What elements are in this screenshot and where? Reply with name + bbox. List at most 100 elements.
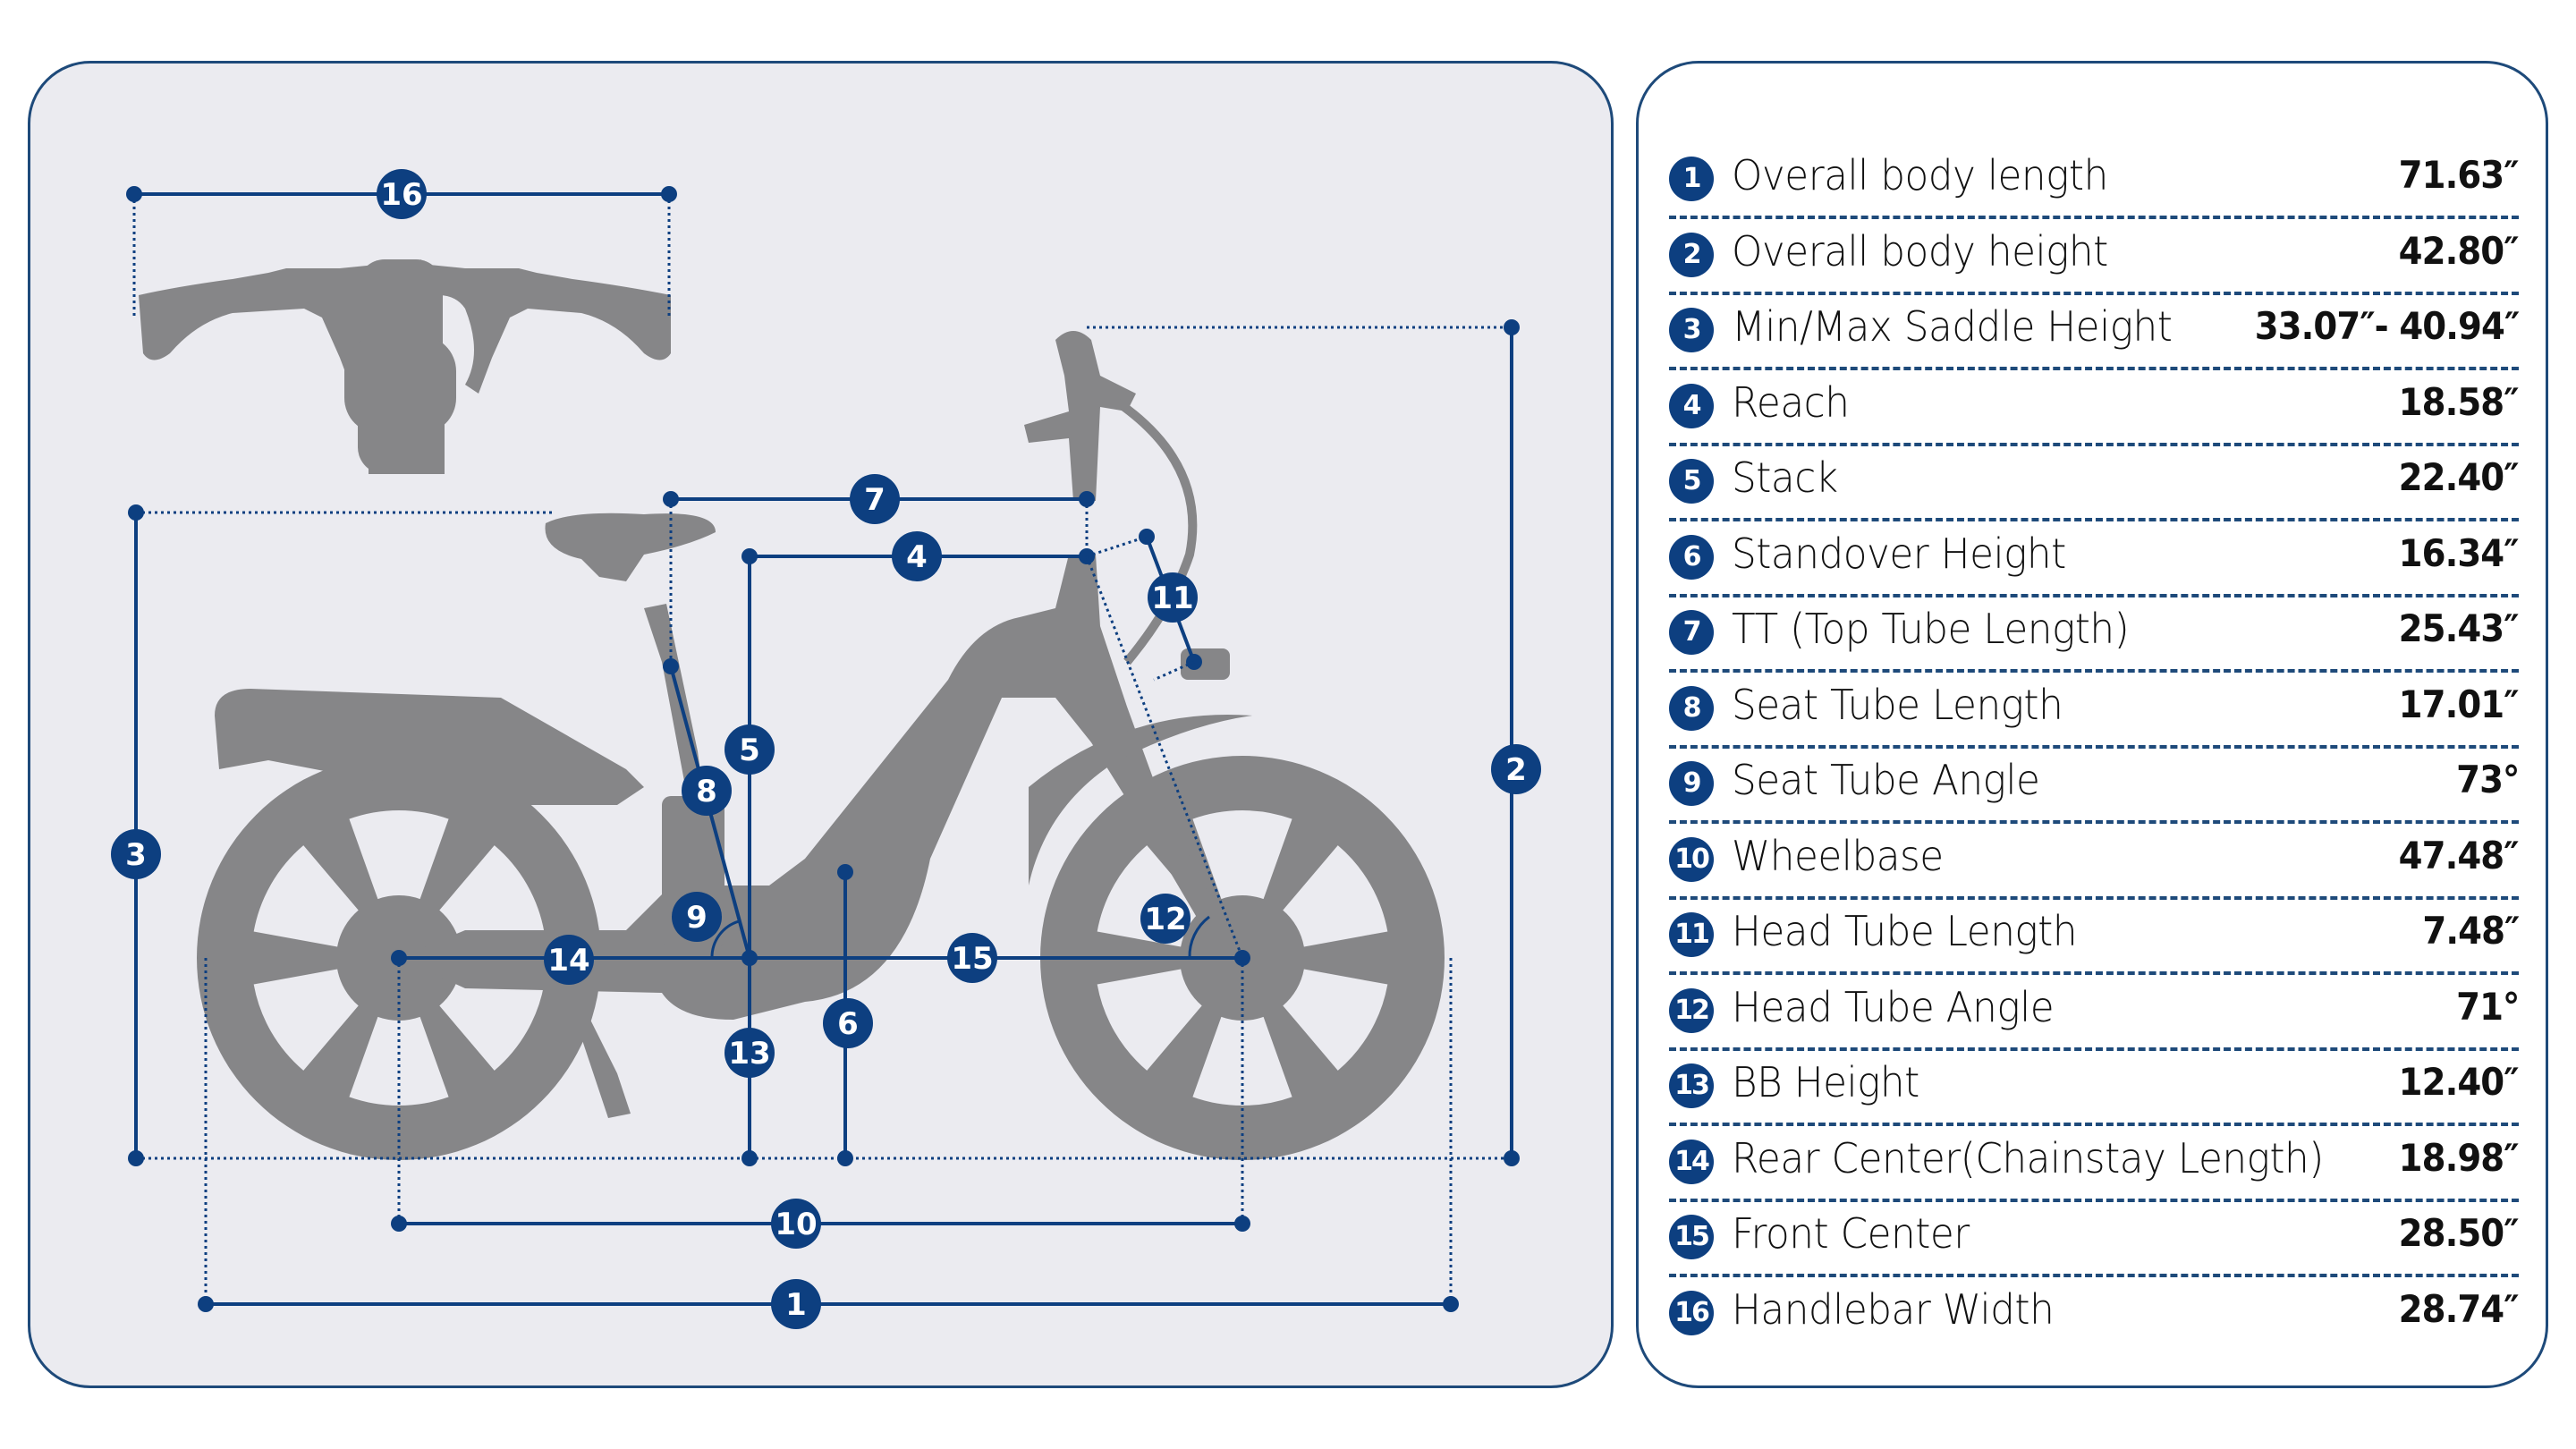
spec-number-badge: 12 — [1669, 987, 1714, 1033]
badge-label-13: 13 — [728, 1036, 770, 1072]
endpoint — [391, 1216, 407, 1232]
badge-7 — [850, 474, 900, 524]
spec-row-4: 4 Reach 18.58″ — [1669, 369, 2520, 446]
dashed-divider — [1669, 367, 2519, 370]
badge-4 — [892, 531, 942, 581]
spec-value: 18.98″ — [2399, 1135, 2520, 1180]
badge-label-15: 15 — [951, 941, 993, 977]
badge-label-2: 2 — [1505, 752, 1527, 788]
spec-number-badge: 14 — [1669, 1139, 1714, 1184]
spec-label: Overall body height — [1732, 226, 2108, 275]
dashed-divider — [1669, 669, 2519, 673]
badge-label-7: 7 — [864, 482, 886, 518]
spec-panel: 1 Overall body length 71.63″ 2 Overall b… — [1636, 61, 2548, 1388]
endpoint — [1504, 1150, 1520, 1166]
spec-label: Wheelbase — [1732, 831, 1944, 880]
spec-value: 28.74″ — [2399, 1286, 2520, 1331]
badge-label-10: 10 — [775, 1207, 817, 1242]
dashed-divider — [1669, 291, 2519, 295]
spec-row-11: 11 Head Tube Length 7.48″ — [1669, 898, 2520, 975]
spec-value: 22.40″ — [2399, 455, 2520, 499]
spec-value: 18.58″ — [2399, 379, 2520, 424]
front-fender — [1029, 715, 1252, 886]
dashed-divider — [1669, 1198, 2519, 1202]
badge-2 — [1491, 744, 1541, 794]
spec-number-badge: 6 — [1669, 534, 1714, 580]
badge-3 — [111, 829, 161, 879]
spec-number-badge: 7 — [1669, 610, 1714, 655]
spec-row-1: 1 Overall body length 71.63″ — [1669, 142, 2520, 219]
dashed-divider — [1669, 1123, 2519, 1126]
spec-row-3: 3 Min/Max Saddle Height 33.07″- 40.94″ — [1669, 293, 2520, 370]
spec-value: 12.40″ — [2399, 1060, 2520, 1104]
handlebar-front-silhouette — [139, 259, 671, 474]
spec-row-7: 7 TT (Top Tube Length) 25.43″ — [1669, 596, 2520, 673]
seat-tube-angle-arc — [710, 919, 740, 959]
spec-label: Reach — [1732, 377, 1850, 427]
spec-row-16: 16 Handlebar Width 28.74″ — [1669, 1276, 2520, 1352]
badge-label-9: 9 — [686, 900, 708, 936]
spec-number-badge: 15 — [1669, 1215, 1714, 1259]
badge-label-12: 12 — [1144, 902, 1186, 937]
badge-1 — [771, 1279, 821, 1329]
bike-silhouette — [139, 259, 1445, 1160]
badge-15 — [947, 933, 997, 983]
endpoint — [741, 1150, 758, 1166]
spec-row-14: 14 Rear Center(Chainstay Length) 18.98″ — [1669, 1125, 2520, 1202]
spec-number-badge: 11 — [1669, 912, 1714, 957]
badge-14 — [544, 935, 594, 985]
endpoint — [663, 658, 679, 674]
spec-row-15: 15 Front Center 28.50″ — [1669, 1200, 2520, 1277]
spec-row-10: 10 Wheelbase 47.48″ — [1669, 823, 2520, 900]
dashed-divider — [1669, 971, 2519, 975]
dashed-divider — [1669, 820, 2519, 824]
badge-label-16: 16 — [380, 177, 422, 213]
spec-number-badge: 3 — [1669, 308, 1714, 352]
badge-9 — [672, 892, 722, 942]
spec-row-12: 12 Head Tube Angle 71° — [1669, 974, 2520, 1051]
spec-label: TT (Top Tube Length) — [1732, 605, 2130, 653]
endpoint — [128, 1150, 144, 1166]
endpoint — [661, 186, 677, 202]
badge-5 — [724, 724, 775, 775]
badge-12 — [1140, 894, 1191, 944]
spec-label: Rear Center(Chainstay Length) — [1732, 1133, 2324, 1182]
spec-label: Head Tube Angle — [1732, 982, 2055, 1031]
badge-label-6: 6 — [837, 1006, 859, 1042]
endpoint — [837, 864, 853, 880]
dashed-divider — [1669, 216, 2519, 219]
badge-11 — [1148, 572, 1198, 623]
spec-number-badge: 16 — [1669, 1290, 1714, 1335]
spec-value: 71° — [2455, 984, 2520, 1029]
frame — [399, 555, 1242, 1020]
spec-label: Handlebar Width — [1732, 1284, 2055, 1334]
dashed-divider — [1669, 518, 2519, 521]
kickstand — [572, 1002, 631, 1118]
spec-value: 42.80″ — [2399, 228, 2520, 273]
spec-number-badge: 2 — [1669, 232, 1714, 277]
dashed-divider — [1669, 442, 2519, 446]
ext — [1153, 660, 1195, 682]
spec-number-badge: 5 — [1669, 459, 1714, 504]
ext — [1086, 535, 1148, 558]
spec-row-2: 2 Overall body height 42.80″ — [1669, 218, 2520, 295]
badge-label-3: 3 — [125, 837, 147, 873]
spec-value: 33.07″- 40.94″ — [2254, 304, 2520, 348]
spec-number-badge: 13 — [1669, 1063, 1714, 1108]
spec-number-badge: 9 — [1669, 761, 1714, 806]
spec-value: 17.01″ — [2399, 682, 2520, 726]
badge-label-5: 5 — [739, 733, 760, 768]
badge-8 — [682, 766, 732, 816]
dashed-divider — [1669, 1274, 2519, 1277]
endpoint — [1443, 1296, 1459, 1312]
spec-row-8: 8 Seat Tube Length 17.01″ — [1669, 672, 2520, 749]
spec-value: 73° — [2455, 758, 2520, 801]
endpoint — [126, 186, 142, 202]
badge-label-14: 14 — [547, 943, 589, 979]
spec-label: Seat Tube Length — [1732, 680, 2063, 729]
spec-value: 71.63″ — [2399, 153, 2520, 197]
dashed-divider — [1669, 593, 2519, 597]
spec-value: 7.48″ — [2422, 909, 2520, 953]
endpoint — [837, 1150, 853, 1166]
